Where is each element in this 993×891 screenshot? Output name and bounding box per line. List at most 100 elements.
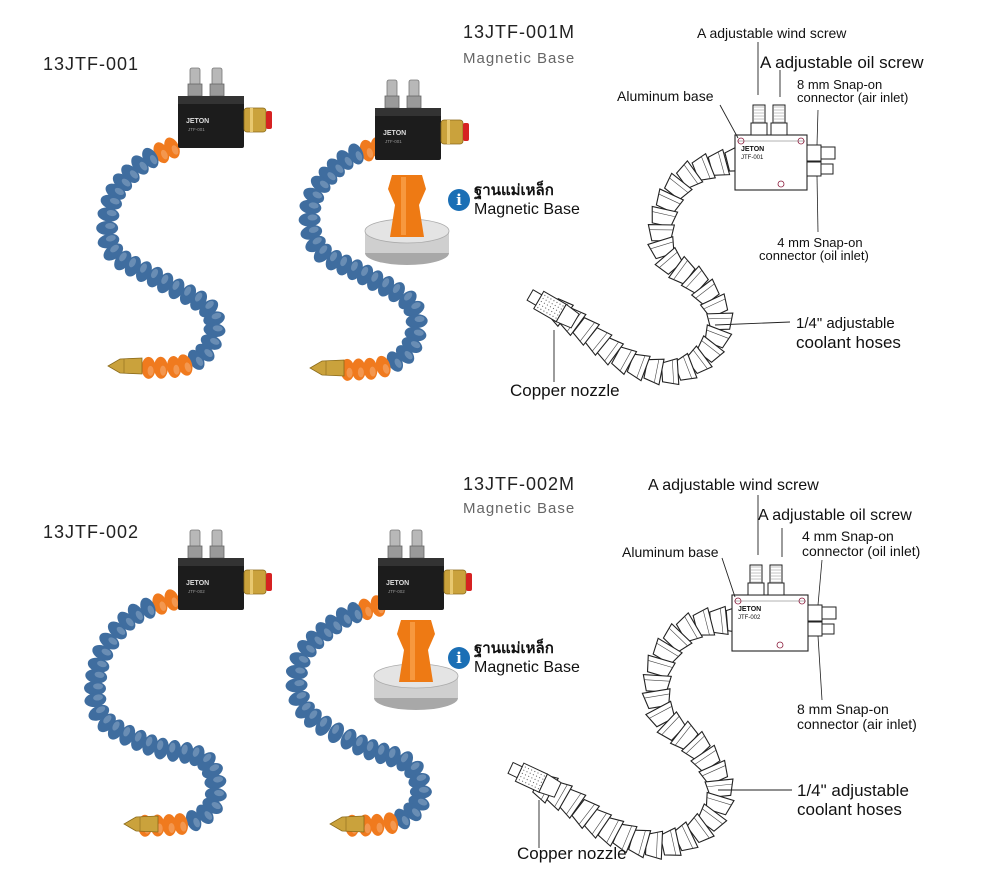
leader-line [816, 109, 819, 146]
hose-segment [363, 357, 378, 380]
hose-segment [656, 711, 687, 742]
valve-block-drawing: JETON JTF-001 [734, 104, 836, 233]
drawing-code-text: JTF-001 [741, 155, 764, 161]
block-code-text: JTF-001 [385, 139, 402, 144]
info-icon: i [448, 189, 470, 211]
block-body [178, 558, 244, 610]
oil-screw-drawing [767, 564, 785, 596]
hose-segment [100, 194, 123, 210]
hose-segment [572, 317, 601, 347]
block-brand-text: JETON [186, 580, 209, 587]
info-en-label: Magnetic Base [474, 659, 580, 676]
copper-nozzle [309, 359, 345, 377]
hose-segment [153, 356, 168, 379]
aluminum-base-label-2: Aluminum base [622, 544, 719, 560]
hose-segment [315, 715, 332, 736]
oil-screw [409, 529, 425, 559]
magnetic-base-info: i ฐานแม่เหล็ก Magnetic Base [448, 181, 580, 219]
hose-segment [285, 665, 308, 680]
hose-segment [642, 674, 673, 693]
hose-segment [663, 172, 693, 201]
block-body [375, 108, 441, 160]
copper-nozzle [123, 815, 159, 833]
hose-segment [327, 722, 345, 744]
snap-fitting [243, 569, 272, 595]
leader-line [719, 104, 739, 139]
info-thai-label: ฐานแม่เหล็ก [474, 182, 554, 199]
copper-nozzle-label-2: Copper nozzle [517, 844, 627, 863]
hose-segment [388, 282, 405, 303]
hose-segment [675, 159, 704, 190]
leader-line [817, 635, 823, 701]
coolant-hose [298, 137, 428, 381]
valve-block-drawing: JETON JTF-002 [731, 559, 837, 701]
snap-fitting [243, 107, 272, 133]
snap-fitting [440, 119, 469, 145]
coolant-hose [285, 595, 432, 837]
hose-segment [203, 311, 225, 327]
hose-segment [201, 762, 223, 779]
block-brand-text: JETON [386, 580, 409, 587]
hose-segment [96, 221, 119, 236]
hose-segment [340, 728, 357, 750]
hose-segment [647, 224, 676, 242]
wind-screw [387, 529, 403, 559]
copper-nozzle-drawing [526, 289, 580, 329]
oil-screw-drawing [770, 104, 788, 136]
coolant-hose [96, 137, 226, 379]
diagram-13jtf-001: JETON JTF-001 [526, 42, 836, 386]
hose-segment [707, 148, 731, 176]
model-13jtf-002: 13JTF-002 [43, 522, 140, 542]
hose-segment [651, 205, 679, 228]
connector-bottom-label-2: 8 mm Snap-on connector (air inlet) [797, 701, 917, 732]
hose-segment [164, 589, 180, 611]
hose-segment [300, 225, 323, 240]
hose-segment [107, 621, 127, 640]
hose-segment [140, 597, 156, 619]
hose-segment [84, 681, 106, 696]
hose-segment [655, 188, 685, 214]
drawing-code-text: JTF-002 [738, 615, 761, 621]
snap-fitting [443, 569, 472, 595]
drawing-brand-text: JETON [738, 606, 761, 613]
drawing-brand-text: JETON [741, 146, 764, 153]
snap-connectors-drawing [807, 604, 837, 637]
block-brand-text: JETON [186, 118, 209, 125]
hose-segment [92, 644, 114, 661]
hose-segment [285, 678, 308, 693]
magnet-column [388, 175, 426, 237]
info-icon: i [448, 647, 470, 669]
model-13jtf-001: 13JTF-001 [43, 54, 140, 74]
hose-segment [204, 774, 227, 789]
hose-segment [370, 813, 385, 836]
connector-top-label: 8 mm Snap-on connector (air inlet) [797, 77, 909, 105]
oil-screw-label-2: A adjustable oil screw [758, 507, 912, 524]
copper-nozzle [329, 815, 365, 833]
hose-segment [85, 669, 108, 684]
hose-segment [119, 724, 136, 746]
hose-segment [152, 593, 168, 615]
hose-segment [177, 354, 193, 376]
block-body [378, 558, 444, 610]
hose-segment [303, 187, 325, 204]
block-body [178, 96, 244, 148]
hose-segment [408, 773, 430, 788]
hose-segment [162, 814, 177, 837]
snap-connectors-drawing [806, 144, 836, 177]
hose-segment [662, 622, 693, 653]
hose-segment [142, 734, 158, 756]
hose-segment [185, 810, 202, 832]
block-code-text: JTF-001 [188, 127, 205, 132]
hose-segment [87, 657, 110, 673]
leader-line [721, 557, 736, 598]
hose-segment [298, 212, 321, 227]
info-en-label: Magnetic Base [474, 201, 580, 218]
hose-segment [646, 654, 676, 679]
hose-segment [297, 640, 317, 658]
